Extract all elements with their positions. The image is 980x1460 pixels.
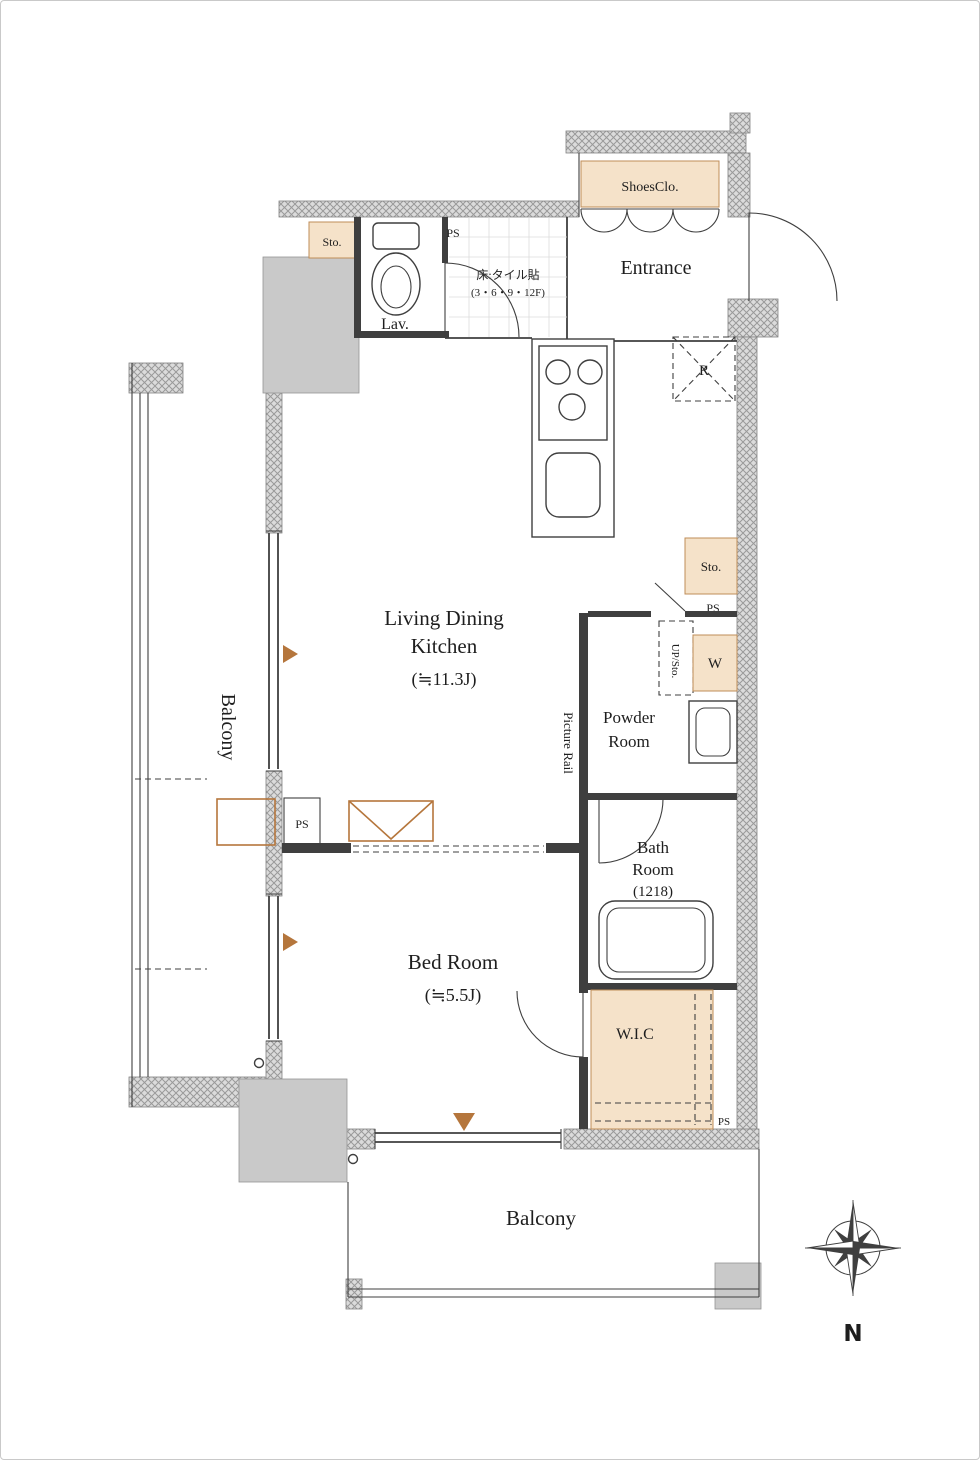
kitchen-sink [545, 452, 601, 518]
storage-box [684, 537, 738, 595]
refrigerator-label: R [699, 363, 709, 379]
closet-door-arc [626, 208, 674, 233]
shoes-closet-label: ShoesClo. [621, 180, 678, 195]
powder-room-line1: Powder [603, 708, 655, 727]
pillar-bottom-left [238, 1078, 348, 1183]
lavatory: Sto. Lav. [308, 217, 449, 338]
powder-room-line2: Room [608, 732, 650, 751]
bath-line1: Bath [637, 838, 670, 857]
opening-marker [283, 933, 298, 951]
pipe-space-box [283, 797, 321, 845]
bedroom-size: (≒5.5J) [425, 985, 482, 1006]
folding-door-icon [348, 800, 434, 842]
shoes-closet [580, 160, 720, 208]
powder-door-leaf [654, 582, 686, 612]
washer-pan [688, 700, 738, 764]
stove-burner [577, 359, 603, 385]
entrance-label: Entrance [620, 257, 691, 279]
refrigerator-space: R [672, 336, 736, 402]
lavatory-label: Lav. [381, 316, 409, 333]
tile-grid [449, 236, 567, 318]
entrance: ShoesClo. Entrance [566, 153, 838, 342]
bathtub [598, 900, 714, 980]
tile-note-line1: 床:タイル貼 [476, 267, 539, 282]
closet-door-arc [672, 208, 720, 233]
toilet-tank [372, 222, 420, 250]
ldk-line1: Living Dining [384, 606, 504, 630]
ldk: Living Dining Kitchen (≒11.3J) PS [253, 530, 504, 1069]
powder-room: UP/Sto. W Powder Room Picture Rail [561, 611, 738, 1129]
washer-space [692, 634, 738, 692]
tile-note-line2: (3・6・9・12F) [471, 287, 545, 299]
storage-label: Sto. [322, 235, 341, 249]
compass-rose: N [805, 1200, 901, 1347]
storage-label: Sto. [701, 559, 722, 574]
washer-label: W [708, 656, 723, 672]
wic: W.I.C PS [516, 989, 730, 1130]
balcony-left: Balcony [131, 363, 276, 1107]
picture-rail-label: Picture Rail [561, 712, 576, 774]
bedroom-label: Bed Room [408, 950, 498, 974]
pipe-space-label: PS [718, 1116, 730, 1128]
closet-door-arc [580, 208, 628, 233]
bedroom: Bed Room (≒5.5J) [282, 800, 579, 1149]
stove-burner [558, 393, 586, 421]
ldk-size: (≒11.3J) [412, 669, 477, 690]
entrance-door-swing [748, 212, 838, 302]
toilet-bowl [371, 252, 421, 316]
bath-size: (1218) [633, 884, 673, 900]
pipe-space-label: PS [446, 226, 459, 240]
storage-right: Sto. PS [654, 537, 738, 615]
concrete-pillars [238, 256, 762, 1310]
pillar-balcony-corner [714, 1262, 762, 1310]
stove-burner [545, 359, 571, 385]
bath-door-swing [598, 798, 664, 864]
storage-top-left [308, 221, 356, 259]
door-stop [253, 1057, 265, 1069]
ac-unit-outline [216, 798, 276, 846]
upper-storage-label: UP/Sto. [669, 644, 681, 679]
lavatory-door-swing [444, 262, 520, 338]
opening-marker [283, 645, 298, 663]
ldk-line2: Kitchen [411, 634, 478, 658]
compass-north-label: N [843, 1321, 862, 1347]
kitchen: R [531, 336, 736, 538]
pipe-space-label: PS [295, 817, 308, 831]
pillar-top-left [262, 256, 360, 394]
wic-label: W.I.C [616, 1026, 654, 1043]
wic-door-swing [516, 990, 584, 1058]
balcony-bottom: Balcony [347, 1149, 760, 1298]
stove [538, 345, 608, 441]
bath-line2: Room [632, 860, 674, 879]
bathroom: Bath Room (1218) [588, 798, 737, 990]
door-stop [347, 1153, 359, 1165]
balcony-left-label: Balcony [217, 694, 239, 761]
wic-floor [590, 989, 714, 1130]
hallway: PS 床:タイル貼 (3・6・9・12F) [444, 217, 567, 339]
balcony-bottom-label: Balcony [506, 1206, 576, 1230]
opening-marker [453, 1113, 475, 1131]
